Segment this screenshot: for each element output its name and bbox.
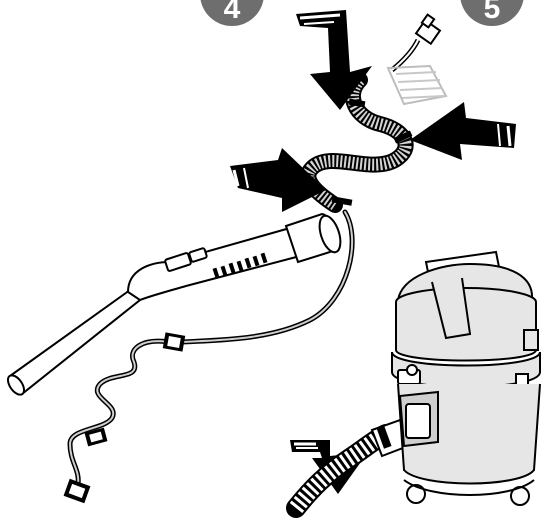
hose-handle bbox=[5, 213, 345, 397]
step-badge-5: 5 bbox=[460, 0, 524, 26]
coupling-sleeve bbox=[388, 66, 446, 104]
direction-arrow-left bbox=[230, 148, 326, 212]
inlet-hose bbox=[296, 420, 408, 508]
step-badge-4: 4 bbox=[200, 0, 264, 26]
corrugated-hose bbox=[308, 80, 405, 205]
step-number-5: 5 bbox=[484, 0, 501, 25]
direction-arrow-icon bbox=[230, 148, 326, 212]
step-number-4: 4 bbox=[224, 0, 241, 25]
hose-connector-icon bbox=[64, 479, 91, 503]
direction-arrow-right bbox=[410, 102, 516, 160]
hose-end-connector-top bbox=[392, 15, 440, 70]
hose-connector-icon bbox=[163, 332, 185, 351]
vacuum-cleaner bbox=[392, 252, 540, 505]
direction-arrow-icon bbox=[410, 102, 516, 160]
